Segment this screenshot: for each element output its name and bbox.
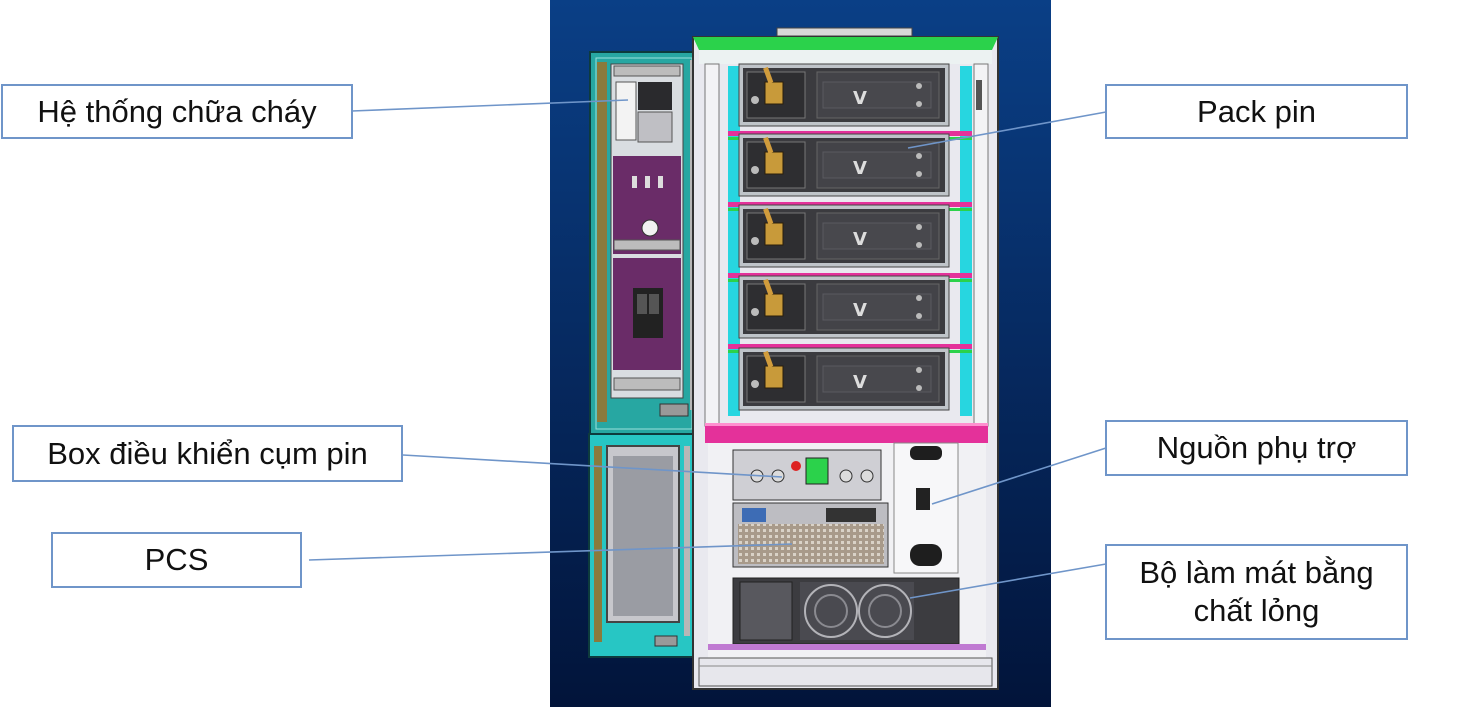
leader-line-pack-pin <box>907 111 1107 149</box>
callout-cooling: Bộ làm mát bằng chất lỏng <box>1105 544 1408 640</box>
callout-aux-power: Nguồn phụ trợ <box>1105 420 1408 476</box>
callout-fire-system-text: Hệ thống chữa cháy <box>37 93 317 129</box>
battery-pack <box>738 133 950 197</box>
leader-line-box-control <box>402 454 783 478</box>
callout-box-control: Box điều khiển cụm pin <box>12 425 403 482</box>
door-upper <box>589 51 699 436</box>
callout-pcs: PCS <box>51 532 302 588</box>
battery-pack <box>738 347 950 411</box>
leader-line-pcs <box>308 543 793 561</box>
leader-line-cooling <box>909 563 1107 599</box>
cabinet-body <box>692 27 999 690</box>
battery-pack <box>738 275 950 339</box>
leader-line-fire-system <box>351 99 629 112</box>
fire-suppression-unit <box>615 81 637 141</box>
battery-pack <box>738 63 950 127</box>
callout-pack-pin: Pack pin <box>1105 84 1408 139</box>
callout-pack-pin-text: Pack pin <box>1197 93 1316 129</box>
callout-box-control-text: Box điều khiển cụm pin <box>47 435 368 471</box>
callout-aux-power-text: Nguồn phụ trợ <box>1156 430 1357 465</box>
callout-cooling-line1: Bộ làm mát bằng <box>1139 555 1374 590</box>
callout-fire-system: Hệ thống chữa cháy <box>1 84 353 139</box>
callout-cooling-line2: chất lỏng <box>1193 593 1320 628</box>
leader-line-aux-power <box>931 447 1107 505</box>
callout-pcs-text: PCS <box>144 542 209 577</box>
battery-pack <box>738 204 950 268</box>
